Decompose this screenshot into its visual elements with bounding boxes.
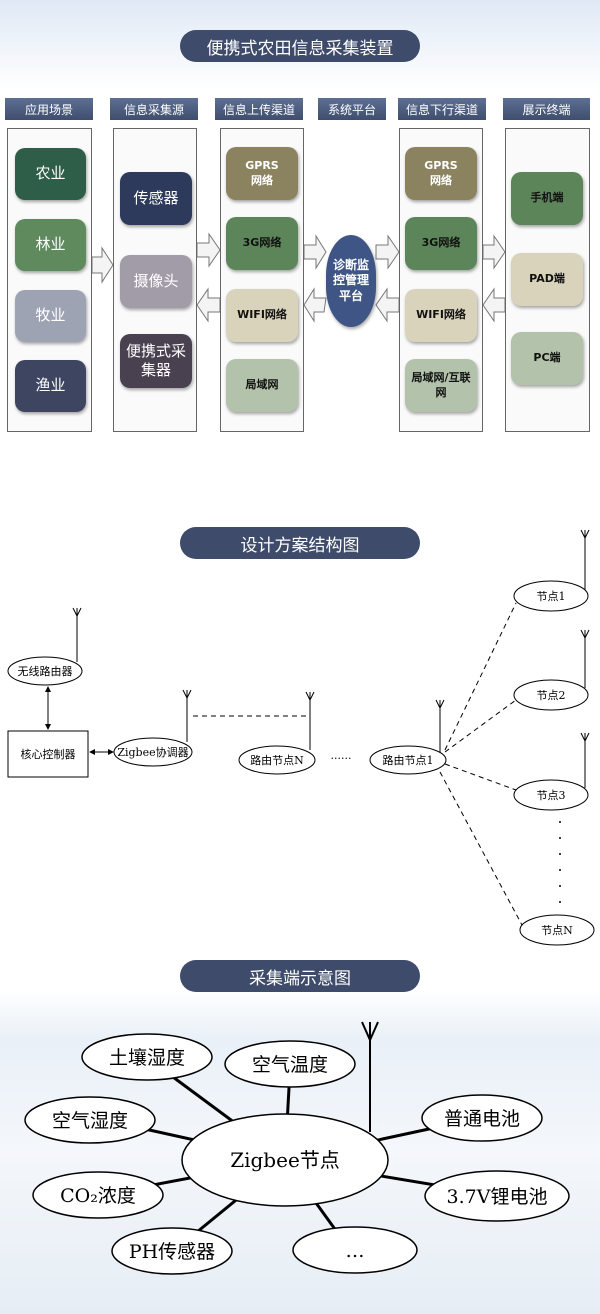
header-upload: 信息上传渠道	[215, 98, 303, 120]
coordinator-node	[113, 737, 193, 767]
zigbee-node-label: Zigbee节点	[230, 1148, 340, 1172]
scenario-forestry: 林业	[15, 219, 86, 271]
upload-wifi: WIFI网络	[226, 289, 298, 342]
node-n-label: 节点N	[541, 924, 573, 937]
battery-label: 普通电池	[444, 1108, 520, 1130]
node-3-label: 节点3	[537, 789, 566, 802]
lithium-battery-label: 3.7V锂电池	[447, 1186, 548, 1208]
header-downlink: 信息下行渠道	[398, 98, 486, 120]
downlink-gprs: GPRS 网络	[405, 147, 477, 200]
more-label: …	[346, 1240, 365, 1262]
scenario-pasture: 牧业	[15, 290, 86, 342]
section-title-collector: 采集端示意图	[180, 960, 420, 992]
ellipsis-label: ······	[331, 752, 352, 765]
antenna-icon	[305, 691, 315, 750]
node-2-label: 节点2	[537, 689, 566, 702]
air-humidity-node	[24, 1096, 156, 1144]
end-node-1	[513, 580, 589, 612]
antenna-icon	[361, 1021, 379, 1132]
upload-lan: 局域网	[226, 359, 298, 412]
arrow-right-icon	[303, 234, 327, 270]
source-camera: 摄像头	[120, 255, 192, 308]
source-portable: 便携式采集器	[120, 334, 192, 388]
air-temperature-label: 空气温度	[252, 1054, 328, 1076]
air-temperature-node	[224, 1040, 356, 1088]
terminal-pc: PC端	[511, 332, 583, 385]
soil-humidity-label: 土壤湿度	[109, 1047, 185, 1069]
downlink-3g: 3G网络	[405, 217, 477, 270]
node-1-label: 节点1	[537, 590, 566, 603]
arrows-layer	[91, 232, 506, 323]
battery-node	[421, 1094, 543, 1142]
route-1-label: 路由节点1	[383, 753, 434, 767]
route-node-n	[238, 745, 316, 775]
arrow-right-icon	[196, 232, 221, 268]
scenario-fishery: 渔业	[15, 360, 86, 412]
end-node-2	[513, 679, 589, 711]
scenario-agriculture: 农业	[15, 148, 86, 200]
terminal-pad: PAD端	[511, 253, 583, 306]
antenna-icon	[580, 732, 590, 788]
antenna-icon	[580, 629, 590, 688]
source-sensor: 传感器	[120, 172, 192, 225]
arrow-left-icon	[375, 287, 400, 323]
arrow-left-icon	[482, 287, 506, 323]
antenna-icon	[72, 607, 82, 662]
lithium-battery-node	[424, 1170, 570, 1222]
ph-sensor-label: PH传感器	[129, 1241, 215, 1263]
arrow-left-icon	[303, 287, 327, 323]
zigbee-node	[181, 1113, 389, 1207]
header-platform: 系统平台	[318, 98, 386, 120]
antenna-icon	[435, 699, 445, 752]
end-node-3	[513, 779, 589, 811]
arrow-right-icon	[375, 234, 400, 270]
header-terminal: 展示终端	[503, 98, 590, 120]
ph-sensor-node	[111, 1227, 233, 1275]
soil-humidity-node	[81, 1033, 213, 1081]
router-label: 无线路由器	[18, 664, 73, 678]
antenna-icon	[580, 529, 590, 590]
section-title-device: 便携式农田信息采集装置	[180, 30, 420, 62]
arrow-right-icon	[482, 234, 506, 270]
header-source: 信息采集源	[110, 98, 198, 120]
arrow-left-icon	[196, 287, 221, 323]
route-n-label: 路由节点N	[250, 753, 304, 767]
antenna-icon	[182, 689, 192, 742]
upload-gprs: GPRS 网络	[226, 147, 298, 200]
downlink-wifi: WIFI网络	[405, 289, 477, 342]
downlink-lan-internet: 局域网/互联网	[405, 359, 477, 412]
router-node	[7, 656, 83, 686]
core-controller-box	[7, 730, 89, 778]
controller-label: 核心控制器	[21, 747, 76, 761]
vertical-dots	[559, 821, 561, 903]
co2-label: CO₂浓度	[60, 1185, 136, 1207]
terminal-phone: 手机端	[511, 172, 583, 225]
upload-3g: 3G网络	[226, 217, 298, 270]
air-humidity-label: 空气湿度	[52, 1110, 128, 1132]
co2-node	[32, 1171, 164, 1219]
structure-diagram: 无线路由器 核心控制器 Zigbee协调器 路由节点N ······ 路由节点1…	[7, 529, 595, 946]
section-title-structure: 设计方案结构图	[180, 527, 420, 559]
route-node-1	[369, 745, 447, 775]
more-node	[292, 1226, 418, 1274]
header-scenario: 应用场景	[5, 98, 93, 120]
platform-node: 诊断监控管理平台	[326, 235, 376, 327]
dashed-links	[193, 602, 523, 926]
end-node-n	[519, 914, 595, 946]
coordinator-label: Zigbee协调器	[117, 745, 188, 759]
arrow-right-icon	[91, 246, 114, 284]
